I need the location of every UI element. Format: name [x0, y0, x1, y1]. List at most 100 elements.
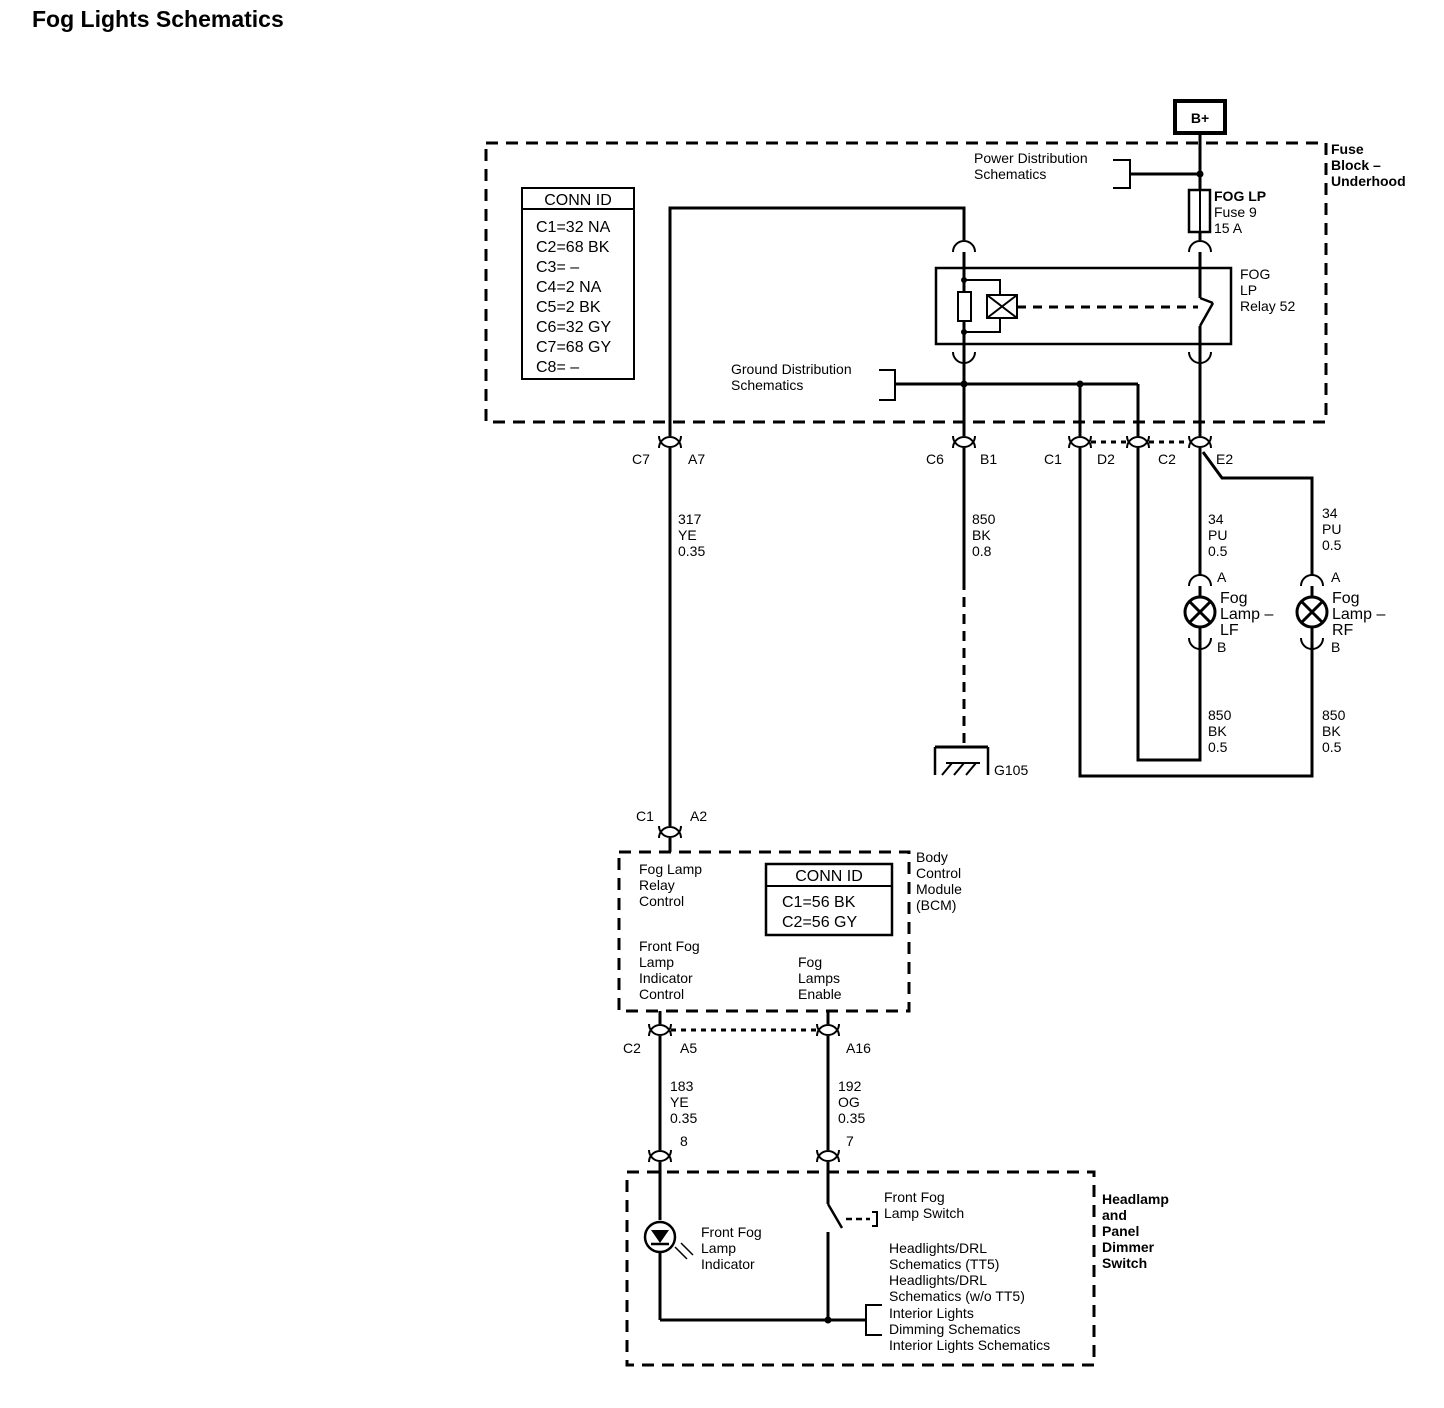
- svg-text:Schematics (TT5): Schematics (TT5): [889, 1256, 999, 1272]
- svg-text:Fuse 9: Fuse 9: [1214, 204, 1257, 220]
- page-title: Fog Lights Schematics: [32, 6, 284, 32]
- svg-text:Switch: Switch: [1102, 1255, 1147, 1271]
- svg-text:850: 850: [1322, 707, 1346, 723]
- svg-text:Block –: Block –: [1331, 157, 1381, 173]
- conn-id-row: C2=56 GY: [782, 914, 857, 931]
- fuse-block-label: Fuse Block – Underhood: [1331, 141, 1406, 189]
- svg-text:0.5: 0.5: [1322, 739, 1342, 755]
- svg-text:Lamp –: Lamp –: [1220, 606, 1273, 623]
- wire-850-lf-label: 850 BK 0.5: [1208, 707, 1232, 755]
- switch-module-outline: [625, 1170, 1096, 1367]
- svg-text:Body: Body: [916, 849, 948, 865]
- fog-lamp-rf: [1295, 574, 1329, 660]
- bcm-connector-c1: C1: [636, 808, 654, 824]
- switch-label: Front Fog Lamp Switch: [884, 1189, 964, 1221]
- svg-text:Relay 52: Relay 52: [1240, 298, 1295, 314]
- bcm-outline: [617, 850, 911, 1013]
- svg-text:34: 34: [1208, 511, 1224, 527]
- svg-text:LP: LP: [1240, 282, 1257, 298]
- svg-text:FOG: FOG: [1240, 266, 1270, 282]
- svg-text:850: 850: [972, 511, 996, 527]
- svg-text:PU: PU: [1322, 521, 1341, 537]
- bcm-indicator-control: Front Fog Lamp Indicator Control: [639, 938, 700, 1002]
- svg-text:15 A: 15 A: [1214, 220, 1243, 236]
- connector-c2: C2: [1158, 451, 1176, 467]
- svg-text:BK: BK: [972, 527, 991, 543]
- svg-text:183: 183: [670, 1078, 694, 1094]
- ground-distribution-reference: Ground Distribution Schematics: [731, 361, 1140, 436]
- svg-text:Control: Control: [916, 865, 961, 881]
- battery-label: B+: [1191, 110, 1209, 126]
- svg-text:Panel: Panel: [1102, 1223, 1139, 1239]
- connector-c6: C6: [926, 451, 944, 467]
- svg-text:YE: YE: [678, 527, 697, 543]
- relay-coil-resistor: [957, 291, 972, 322]
- svg-text:Schematics: Schematics: [974, 166, 1046, 182]
- svg-text:Fog: Fog: [1220, 590, 1248, 607]
- bcm-conn-id-table: CONN ID C1=56 BK C2=56 GY: [764, 862, 894, 937]
- svg-text:Enable: Enable: [798, 986, 842, 1002]
- svg-text:Lamp –: Lamp –: [1332, 606, 1385, 623]
- svg-text:Fog: Fog: [1332, 590, 1360, 607]
- svg-text:0.35: 0.35: [678, 543, 705, 559]
- fog-lamp-rf-label: Fog Lamp – RF: [1332, 590, 1385, 639]
- svg-text:Control: Control: [639, 986, 684, 1002]
- conn-id-header: CONN ID: [544, 192, 612, 209]
- conn-id-header: CONN ID: [795, 868, 863, 885]
- svg-text:0.5: 0.5: [1208, 543, 1228, 559]
- power-distribution-reference: Power Distribution Schematics: [974, 150, 1204, 189]
- bcm-pin-a5: A5: [680, 1040, 697, 1056]
- bcm-connector-c2: C2: [623, 1040, 641, 1056]
- conn-id-row: C7=68 GY: [536, 339, 611, 356]
- wire-34-rf-label: 34 PU 0.5: [1322, 505, 1342, 553]
- conn-id-row: C1=32 NA: [536, 219, 611, 236]
- wire-317-label: 317 YE 0.35: [678, 511, 705, 559]
- svg-text:0.5: 0.5: [1322, 537, 1342, 553]
- pin-d2: D2: [1097, 451, 1115, 467]
- conn-id-row: C1=56 BK: [782, 894, 856, 911]
- svg-text:PU: PU: [1208, 527, 1227, 543]
- wire-192-label: 192 OG 0.35: [838, 1078, 865, 1126]
- pin-b1: B1: [980, 451, 997, 467]
- svg-text:RF: RF: [1332, 622, 1354, 639]
- bcm-label: Body Control Module (BCM): [916, 849, 962, 913]
- svg-text:317: 317: [678, 511, 702, 527]
- svg-text:Dimmer: Dimmer: [1102, 1239, 1155, 1255]
- svg-text:Lamp: Lamp: [701, 1240, 736, 1256]
- svg-text:Front Fog: Front Fog: [639, 938, 700, 954]
- lf-pin-b: B: [1217, 639, 1226, 655]
- svg-text:BK: BK: [1322, 723, 1341, 739]
- fog-lamp-lf: [1183, 574, 1217, 660]
- wire-850-rf-label: 850 BK 0.5: [1322, 707, 1346, 755]
- svg-text:0.5: 0.5: [1208, 739, 1228, 755]
- svg-text:Relay: Relay: [639, 877, 675, 893]
- svg-text:0.35: 0.35: [670, 1110, 697, 1126]
- svg-text:Schematics (w/o TT5): Schematics (w/o TT5): [889, 1288, 1025, 1304]
- svg-text:(BCM): (BCM): [916, 897, 956, 913]
- svg-text:Control: Control: [639, 893, 684, 909]
- fog-lamp-relay: [934, 266, 1233, 346]
- svg-text:Dimming Schematics: Dimming Schematics: [889, 1321, 1020, 1337]
- conn-id-row: C3= –: [536, 259, 579, 276]
- conn-id-row: C2=68 BK: [536, 239, 610, 256]
- svg-text:Front Fog: Front Fog: [701, 1224, 762, 1240]
- bcm-bottom-connector: [648, 1011, 840, 1037]
- relay-coil: [986, 294, 1018, 319]
- bcm-lamps-enable: Fog Lamps Enable: [798, 954, 842, 1002]
- svg-text:Interior Lights: Interior Lights: [889, 1305, 974, 1321]
- switch-pin-8: 8: [680, 1133, 688, 1149]
- svg-text:Indicator: Indicator: [639, 970, 693, 986]
- fuse-block-conn-id-table: CONN ID C1=32 NA C2=68 BK C3= – C4=2 NA …: [521, 187, 635, 380]
- bcm-pin-a2: A2: [690, 808, 707, 824]
- fuse-block-outline: [484, 141, 1328, 424]
- pin-e2: E2: [1216, 451, 1233, 467]
- connector-c1: C1: [1044, 451, 1062, 467]
- svg-text:OG: OG: [838, 1094, 860, 1110]
- conn-id-row: C5=2 BK: [536, 299, 601, 316]
- svg-text:850: 850: [1208, 707, 1232, 723]
- svg-text:Lamp: Lamp: [639, 954, 674, 970]
- wire-183-label: 183 YE 0.35: [670, 1078, 697, 1126]
- fuse-label: FOG LP Fuse 9 15 A: [1214, 188, 1266, 236]
- svg-text:YE: YE: [670, 1094, 689, 1110]
- indicator-label: Front Fog Lamp Indicator: [701, 1224, 762, 1272]
